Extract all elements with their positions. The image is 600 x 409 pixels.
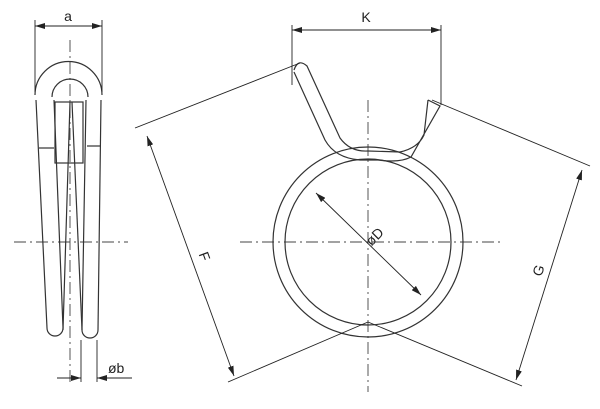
inner-ring: [284, 158, 452, 326]
left-leg: [35, 99, 64, 337]
label-b: øb: [108, 360, 125, 376]
right-leg: [81, 99, 102, 339]
label-a: a: [64, 8, 72, 24]
dimension-g: [515, 169, 583, 381]
clip-handles: [293, 62, 441, 162]
side-view: a øb: [14, 8, 132, 385]
label-d: øD: [362, 224, 387, 249]
outer-bend: [34, 60, 103, 96]
inner-bend: [51, 78, 89, 98]
dimension-d: [315, 192, 422, 296]
outer-ring: [272, 146, 464, 338]
label-k: K: [361, 9, 371, 25]
front-view: K øD F G: [134, 9, 591, 392]
coil-rect: [54, 101, 84, 164]
label-f: F: [196, 250, 214, 264]
label-g: G: [529, 263, 548, 278]
dimension-f: [146, 135, 235, 377]
